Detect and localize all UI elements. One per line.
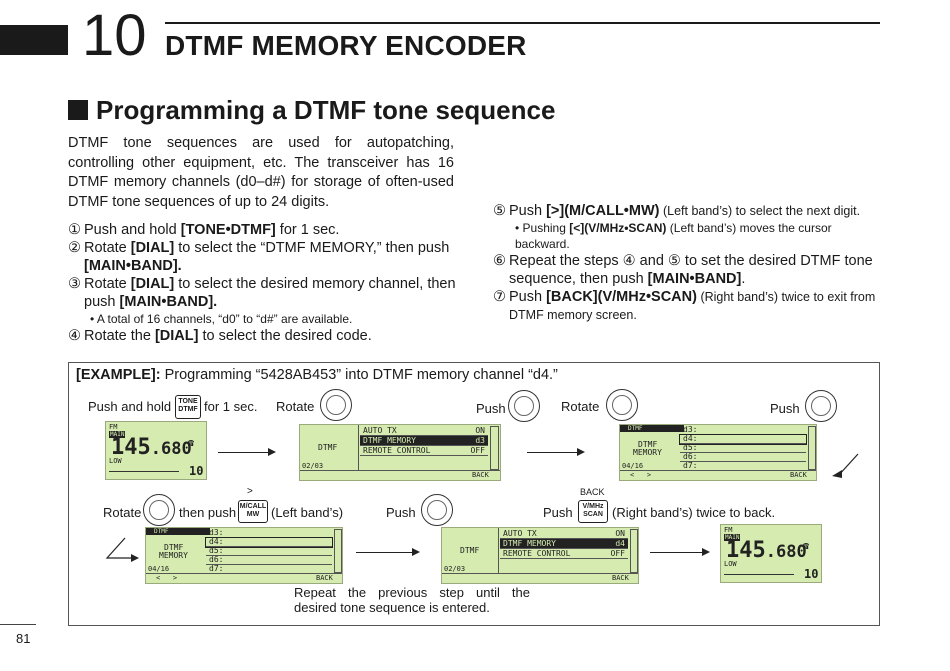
label-right-band: (Right band’s) twice to back. <box>612 505 776 520</box>
arrow-right <box>356 548 420 556</box>
chapter-number: 10 <box>82 3 147 68</box>
step-5-note: • Pushing [<](V/MHz•SCAN) (Left band’s) … <box>515 221 832 251</box>
label-rotate-1: Rotate <box>276 399 315 414</box>
chapter-title: DTMF MEMORY ENCODER <box>165 30 527 61</box>
label-for-1-sec: for 1 sec. <box>204 399 258 414</box>
page-rule <box>0 624 36 625</box>
lcd-dtmf-memory-1: DTMF DTMF MEMORY 04/16 d3: d4: d5: d6: d… <box>619 424 817 481</box>
lcd-dtmf-memory-2: DTMF DTMF MEMORY 04/16 d3: d4: d5: d6: d… <box>145 527 343 584</box>
dial-knob-icon <box>320 389 352 421</box>
return-arrow-left <box>105 537 139 562</box>
mcall-mw-key-icon: M/CALL MW <box>238 500 268 523</box>
intro-paragraph: DTMF tone sequences are used for autopat… <box>68 135 454 210</box>
label-push-2: Push <box>770 401 800 416</box>
main-band-knob-icon <box>421 494 453 526</box>
vmhz-scan-key-icon: V/MHz SCAN <box>578 500 608 523</box>
label-push-1: Push <box>476 401 506 416</box>
dial-knob-icon <box>606 389 638 421</box>
phone-icon: ☎ <box>188 438 195 449</box>
section-heading: Programming a DTMF tone sequence <box>68 95 555 126</box>
label-push-hold: Push and hold <box>88 399 172 414</box>
example-box <box>68 362 880 626</box>
arrow-right <box>527 448 585 456</box>
return-arrow-right <box>832 453 859 478</box>
chapter-tab <box>0 25 68 55</box>
label-rotate-3: Rotate <box>103 505 142 520</box>
label-push-3: Push <box>386 505 416 520</box>
arrow-right <box>218 448 276 456</box>
arrow-right <box>650 548 710 556</box>
phone-icon: ☎ <box>803 541 810 552</box>
label-then-push: then push <box>179 505 237 520</box>
square-bullet-icon <box>68 100 88 120</box>
label-push-4: Push <box>543 505 573 520</box>
label-gt: > <box>247 486 253 497</box>
repeat-note: Repeat the previous step until the desir… <box>294 585 530 615</box>
page-number: 81 <box>16 631 31 646</box>
section-title: Programming a DTMF tone sequence <box>96 95 556 125</box>
main-band-knob-icon <box>805 390 837 422</box>
chapter-rule <box>165 22 880 24</box>
lcd-frequency-1: FM MAIN 145.680 ☎ LOW 10 <box>105 421 207 480</box>
lcd-frequency-2: FM MAIN 145.680 ☎ LOW 10 <box>720 524 822 583</box>
label-left-band: (Left band’s) <box>271 505 344 520</box>
main-band-knob-icon <box>508 390 540 422</box>
label-rotate-2: Rotate <box>561 399 600 414</box>
example-heading: [EXAMPLE]: Programming “5428AB453” into … <box>76 367 558 383</box>
dial-knob-icon <box>143 494 175 526</box>
label-back: BACK <box>580 487 605 497</box>
step-3-note: • A total of 16 channels, “d0” to “d#” a… <box>90 312 353 326</box>
tone-dtmf-key-icon: TONE DTMF <box>175 395 201 419</box>
